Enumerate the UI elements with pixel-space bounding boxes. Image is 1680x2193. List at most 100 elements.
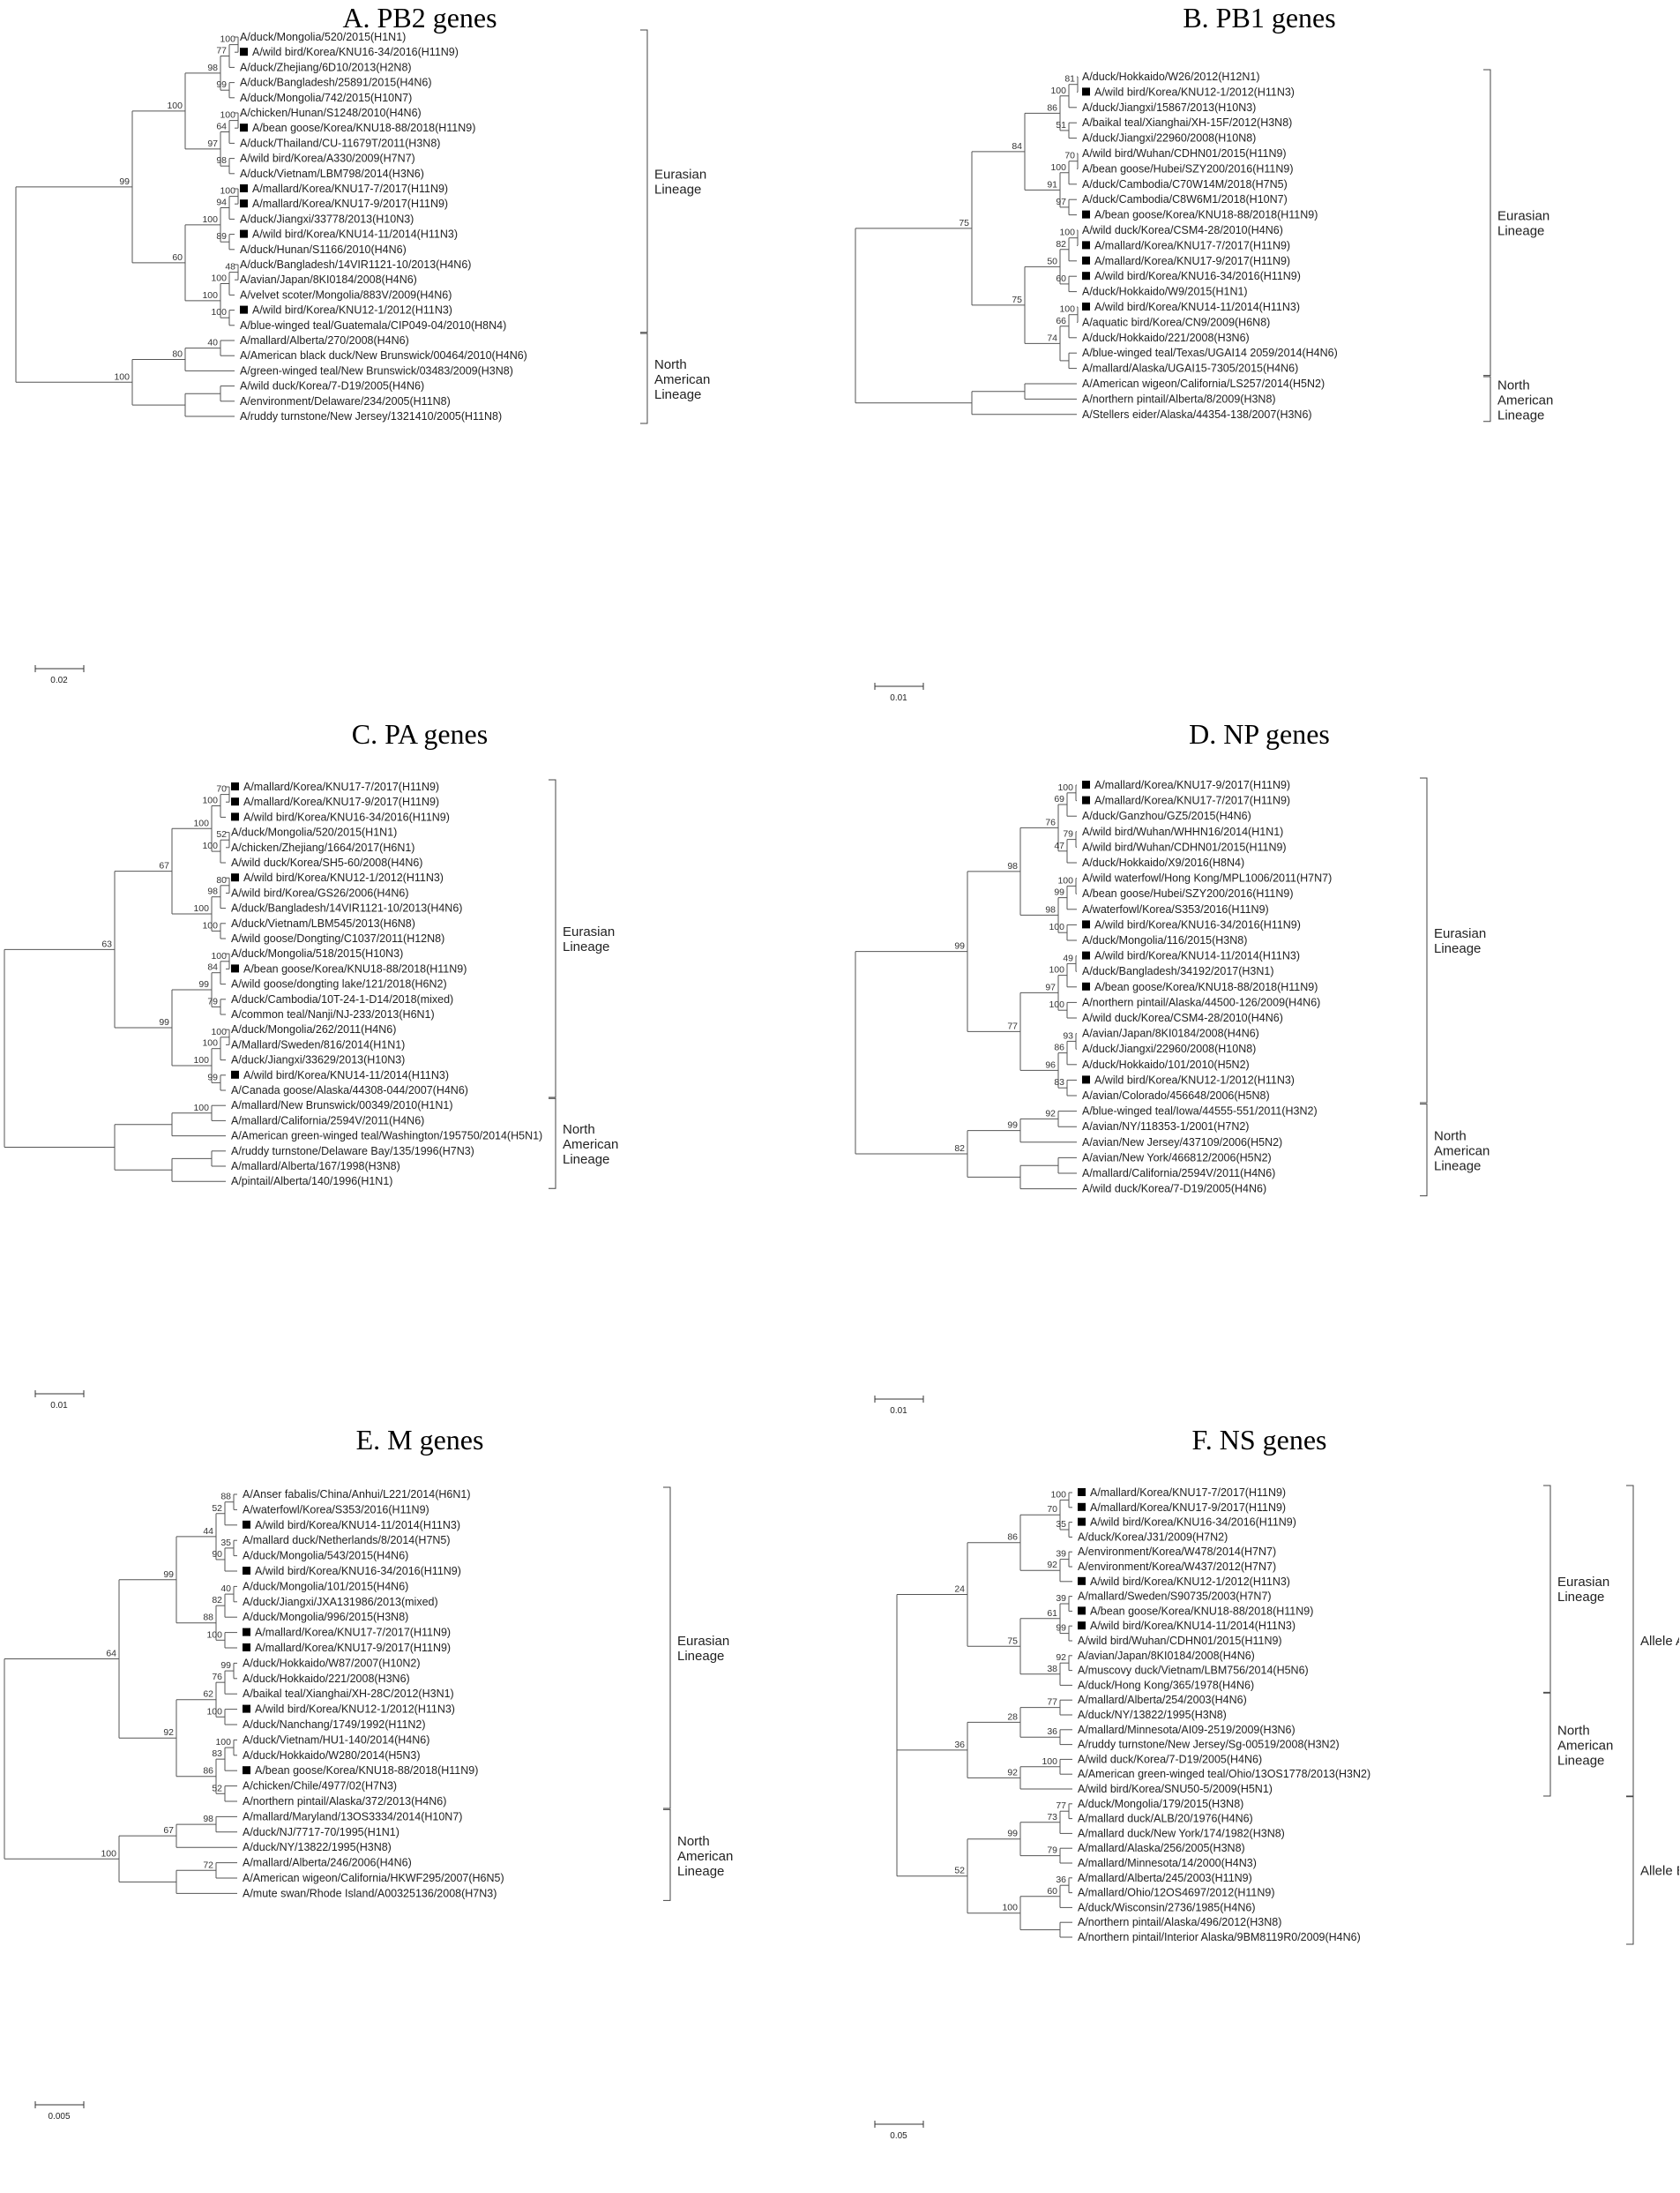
taxon-label: A/baikal teal/Xianghai/XH-15F/2012(H3N8) [1082,116,1292,129]
bootstrap-value: 100 [193,1055,209,1066]
taxon-label: A/northern pintail/Alaska/372/2013(H4N6) [243,1795,446,1808]
taxon-label: A/mallard/Korea/KNU17-9/2017(H11N9) [243,796,439,808]
lineage-label: Eurasian [677,1634,729,1649]
taxon-label: A/wild goose/dongting lake/121/2018(H6N2… [231,978,447,991]
bootstrap-value: 44 [203,1526,213,1537]
sample-marker-square [1082,241,1090,250]
sample-marker-square [243,1766,250,1775]
bootstrap-value: 99 [198,979,209,990]
bootstrap-value: 75 [959,218,969,228]
lineage-bracket [640,29,648,333]
sample-marker-square [1082,781,1090,789]
bootstrap-value: 100 [202,1038,218,1049]
taxon-label: A/mute swan/Rhode Island/A00325136/2008(… [243,1887,497,1899]
taxon-label: A/duck/Jiangxi/22960/2008(H10N8) [1082,132,1256,145]
bootstrap-value: 92 [1047,1560,1057,1570]
bootstrap-value: 100 [1042,1756,1057,1767]
bootstrap-value: 81 [1064,74,1075,85]
taxon-label: A/blue-winged teal/Texas/UGAI14 2059/201… [1082,347,1338,359]
bootstrap-value: 77 [1007,1021,1018,1031]
taxon-label: A/duck/Mongolia/543/2015(H4N6) [243,1550,408,1562]
lineage-label: American [1434,1144,1490,1159]
bootstrap-value: 100 [114,371,130,382]
taxon-label: A/mallard/Alaska/256/2005(H3N8) [1078,1842,1245,1854]
taxon-label: A/bean goose/Korea/KNU18-88/2018(H11N9) [1090,1605,1313,1617]
lineage-label: Lineage [654,182,701,197]
taxon-label: A/duck/Hokkaido/221/2008(H3N6) [1082,332,1250,344]
sample-marker-square [1078,1606,1086,1615]
bootstrap-value: 79 [207,996,218,1007]
bootstrap-value: 84 [207,962,218,973]
sample-marker-square [243,1704,250,1713]
taxon-label: A/bean goose/Korea/KNU18-88/2018(H11N9) [255,1764,478,1777]
bootstrap-value: 24 [954,1584,965,1595]
taxon-label: A/wild bird/Korea/GS26/2006(H4N6) [231,887,409,899]
bootstrap-value: 100 [193,903,209,914]
bootstrap-value: 36 [1047,1726,1057,1737]
lineage-bracket [1626,1485,1634,1797]
sample-marker-square [1082,920,1090,929]
bootstrap-value: 62 [203,1689,213,1700]
lineage-bracket [640,333,648,424]
bootstrap-value: 82 [212,1595,222,1605]
bootstrap-value: 100 [220,34,235,45]
bootstrap-value: 70 [1064,151,1075,161]
lineage-bracket [663,1808,671,1901]
lineage-label: North [1434,1129,1467,1144]
taxon-label: A/mallard/Korea/KNU17-7/2017(H11N9) [1094,795,1290,807]
taxon-label: A/mallard duck/Netherlands/8/2014(H7N5) [243,1534,451,1546]
taxon-label: A/mallard/Korea/KNU17-7/2017(H11N9) [252,183,448,195]
lineage-label: Lineage [1557,1590,1604,1605]
bootstrap-value: 97 [1056,197,1066,207]
taxon-label: A/environment/Delaware/234/2005(H11N8) [240,395,451,408]
lineage-label: Lineage [1497,408,1544,423]
bootstrap-value: 90 [212,1549,222,1560]
bootstrap-value: 35 [220,1538,231,1548]
lineage-label: Allele B [1640,1863,1679,1878]
bootstrap-value: 99 [163,1569,174,1580]
taxon-label: A/mallard/California/2594V/2011(H4N6) [1082,1167,1275,1179]
scale-bar-label: 0.01 [50,1401,68,1411]
bootstrap-value: 79 [1063,829,1073,840]
lineage-label: Allele A [1640,1634,1679,1649]
bootstrap-value: 52 [216,829,227,840]
phylogenetic-tree: 7010010052100678098100100631008499799910… [4,779,618,1411]
lineage-label: Eurasian [563,924,615,939]
bootstrap-value: 77 [1056,1800,1066,1811]
taxon-label: A/wild bird/Korea/KNU16-34/2016(H11N9) [255,1565,461,1577]
taxon-label: A/duck/Korea/J31/2009(H7N2) [1078,1531,1228,1543]
bootstrap-value: 83 [212,1748,222,1759]
taxon-label: A/duck/Mongolia/996/2015(H3N8) [243,1611,408,1623]
taxon-label: A/pintail/Alberta/140/1996(H1N1) [231,1175,392,1187]
bootstrap-value: 100 [1002,1903,1018,1913]
taxon-label: A/duck/NJ/7717-70/1995(H1N1) [243,1826,399,1838]
taxon-label: A/wild waterfowl/Hong Kong/MPL1006/2011(… [1082,872,1332,885]
taxon-label: A/green-winged teal/New Brunswick/03483/… [240,364,513,377]
taxon-label: A/wild goose/Dongting/C1037/2011(H12N8) [231,932,444,945]
bootstrap-value: 98 [216,155,227,166]
taxon-label: A/duck/Mongolia/742/2015(H10N7) [240,92,412,104]
taxon-label: A/ruddy turnstone/New Jersey/1321410/200… [240,410,502,423]
taxon-label: A/ruddy turnstone/Delaware Bay/135/1996(… [231,1145,474,1157]
taxon-label: A/duck/Ganzhou/GZ5/2015(H4N6) [1082,810,1251,822]
lineage-label: Lineage [677,1649,724,1664]
lineage-label: American [654,372,710,387]
bootstrap-value: 80 [216,875,227,886]
taxon-label: A/wild bird/Korea/KNU16-34/2016(H11N9) [1094,918,1301,931]
sample-marker-square [1082,87,1090,96]
sample-marker-square [243,1567,250,1575]
taxon-label: A/bean goose/Korea/KNU18-88/2018(H11N9) [243,962,467,975]
bootstrap-value: 99 [1007,1120,1018,1131]
taxon-label: A/mallard/Korea/KNU17-7/2017(H11N9) [1090,1486,1286,1499]
taxon-label: A/environment/Korea/W478/2014(H7N7) [1078,1546,1276,1558]
panel-title: B. PB1 genes [1183,2,1336,34]
taxon-label: A/duck/Jiangxi/15867/2013(H10N3) [1082,101,1256,114]
panel-title: C. PA genes [351,718,489,750]
sample-marker-square [1078,1502,1086,1511]
lineage-bracket [663,1486,671,1809]
taxon-label: A/duck/Hokkaido/221/2008(H3N6) [243,1673,410,1685]
taxon-label: A/avian/Japan/8KI0184/2008(H4N6) [1082,1028,1259,1040]
bootstrap-value: 97 [1045,982,1056,992]
lineage-label: Lineage [654,387,701,402]
taxon-label: A/wild bird/Korea/KNU12-1/2012(H11N3) [243,872,444,884]
